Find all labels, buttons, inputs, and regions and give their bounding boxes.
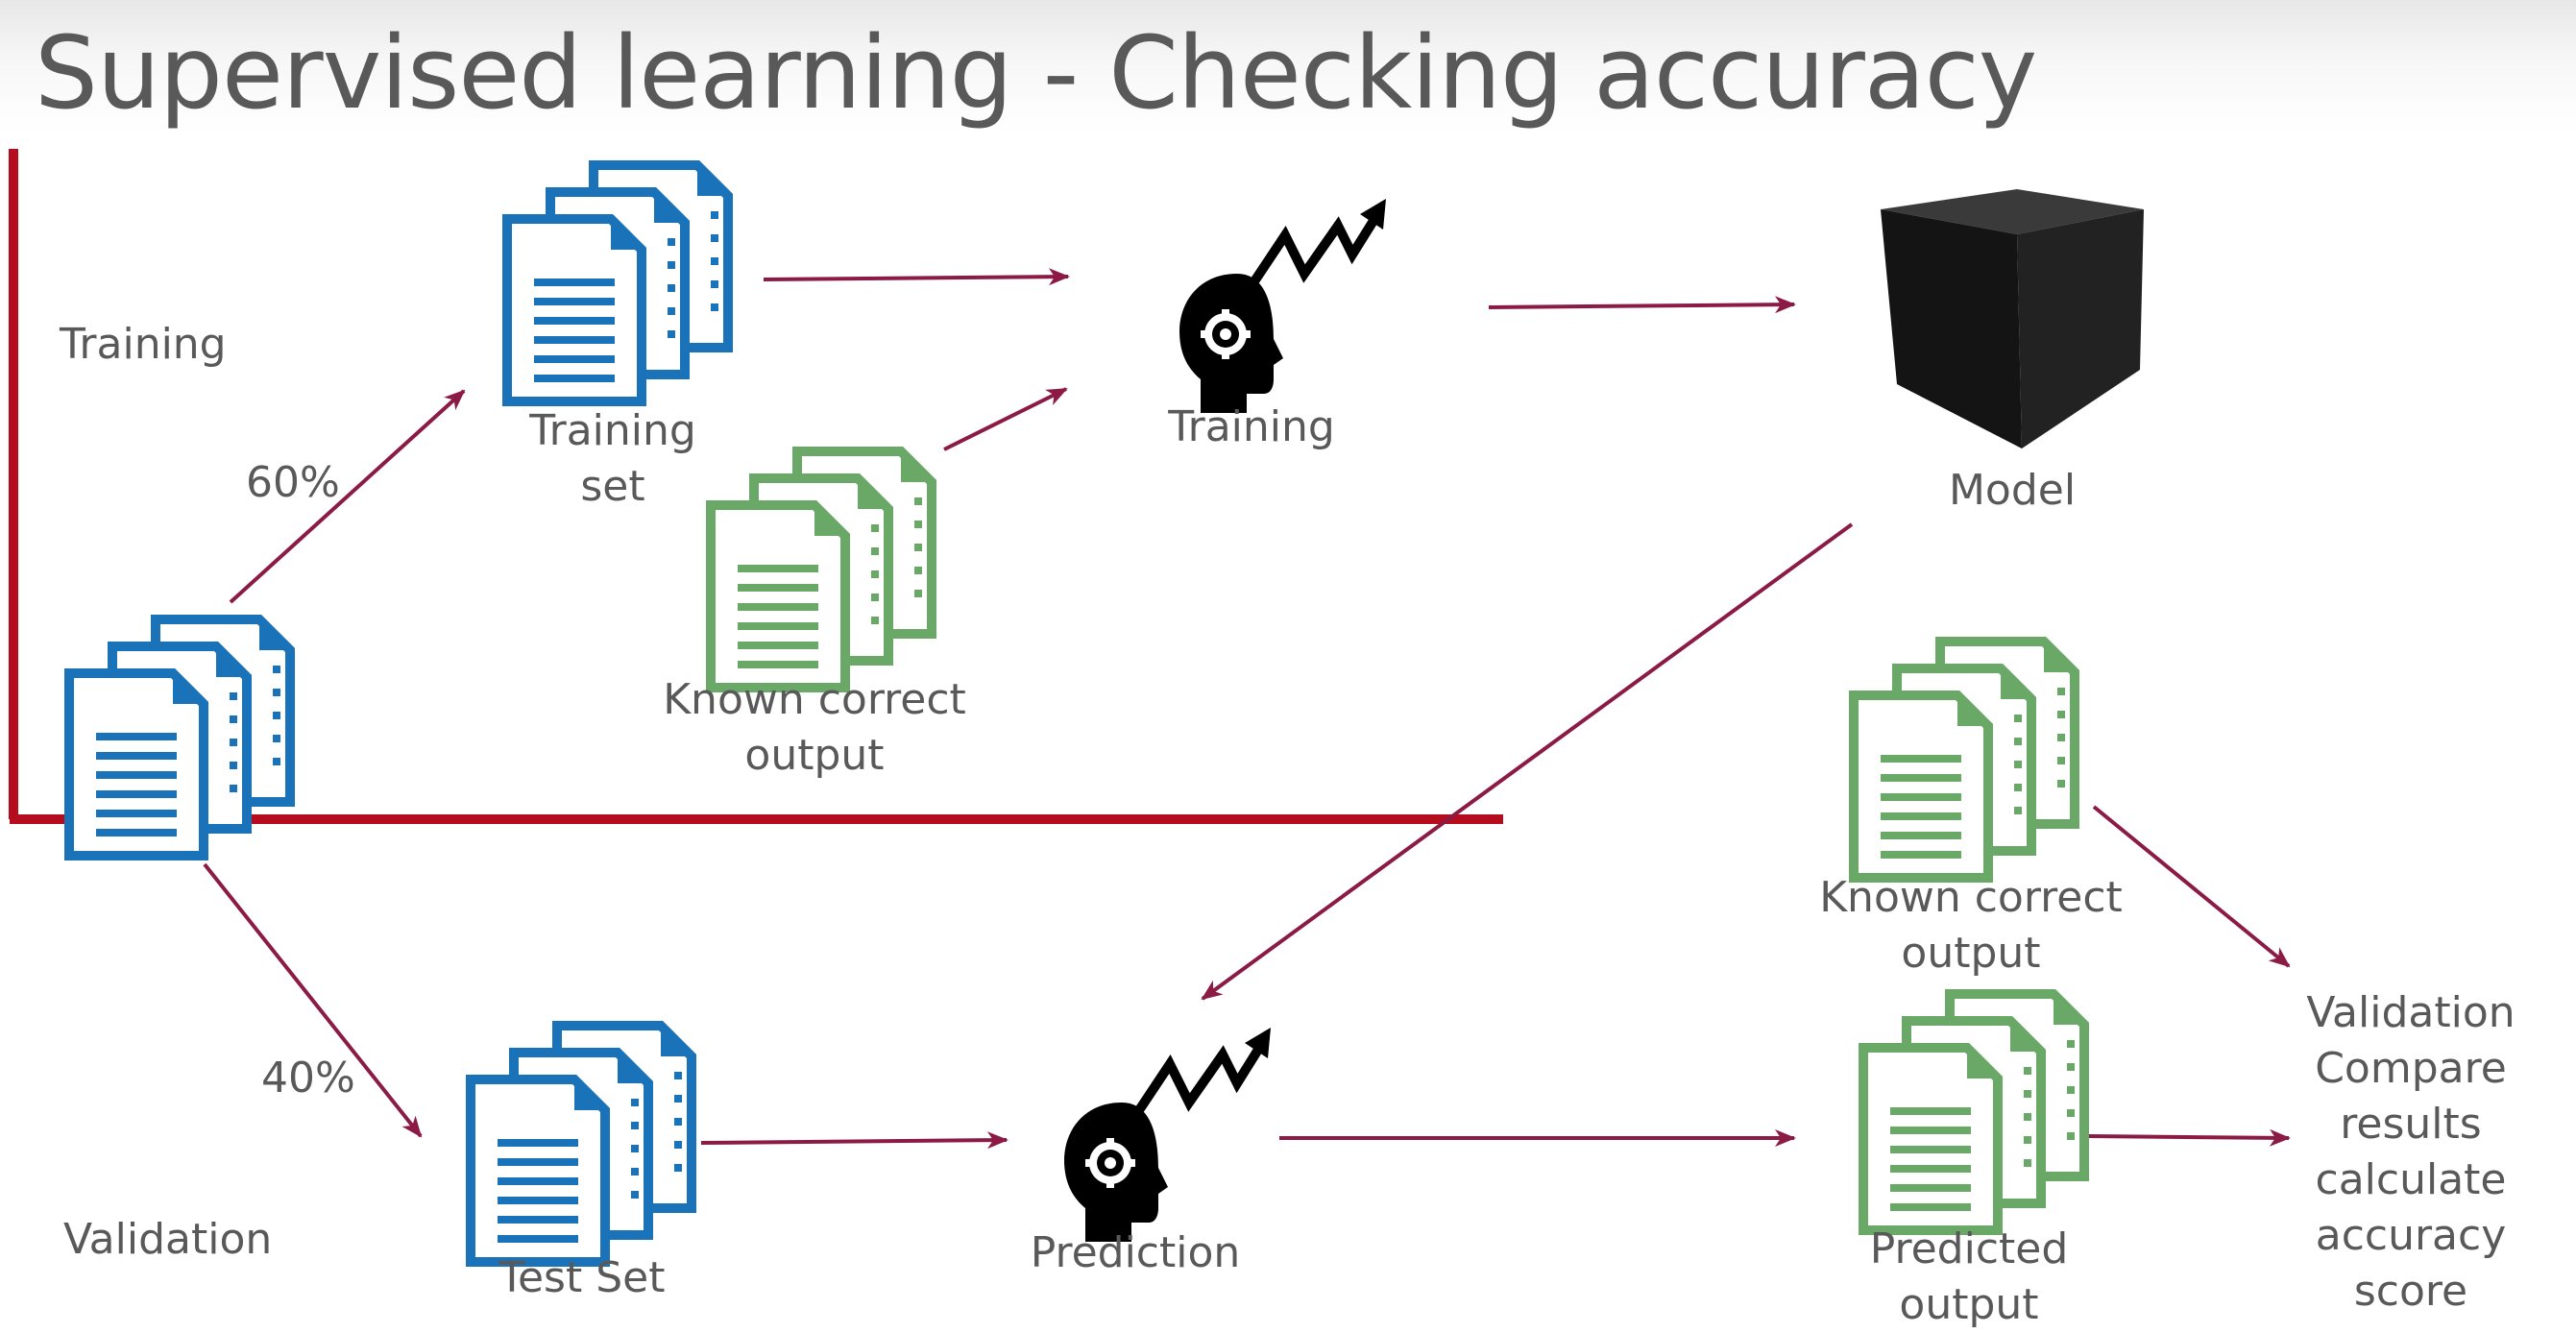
label-training-step: Training [1168,402,1335,451]
arrow-to-test-set [203,862,423,1138]
label-model: Model [1948,466,2077,515]
split-label-40: 40% [261,1054,355,1103]
training-set-icon [507,165,728,401]
slide-title: Supervised learning - Checking accuracy [35,14,2037,132]
prediction-brain-icon [1064,1028,1271,1242]
label-known-correct-output-top: Known correct output [663,675,966,780]
label-prediction-step: Prediction [1030,1228,1241,1277]
label-validation-step: Validation Compare results calculate acc… [2306,988,2515,1316]
predicted-output-icon [1863,994,2084,1230]
arrow-testset-to-prediction [700,1131,1009,1150]
label-test-set: Test Set [498,1253,666,1302]
section-label-validation: Validation [63,1215,273,1264]
arrow-trainingset-to-training [763,268,1070,286]
label-predicted-output: Predicted output [1869,1224,2069,1329]
label-training-set: Training set [529,406,696,511]
model-cube-icon [1881,189,2144,448]
known-output-top-icon [711,451,932,688]
label-known-correct-output-bottom: Known correct output [1819,873,2123,978]
arrow-knownoutput-to-training [943,387,1068,451]
arrow-predicted-to-validation [2088,1128,2291,1147]
test-set-icon [471,1026,692,1262]
known-output-bottom-icon [1854,642,2075,878]
arrow-training-to-model [1488,296,1796,314]
arrow-model-to-prediction [1201,522,1854,1001]
arrow-to-training-set [229,389,466,604]
title-band [0,0,2576,134]
section-label-training: Training [60,320,227,369]
training-brain-icon [1179,199,1386,413]
arrow-knownoutput-to-validation [2092,805,2291,968]
split-label-60: 60% [246,458,340,507]
